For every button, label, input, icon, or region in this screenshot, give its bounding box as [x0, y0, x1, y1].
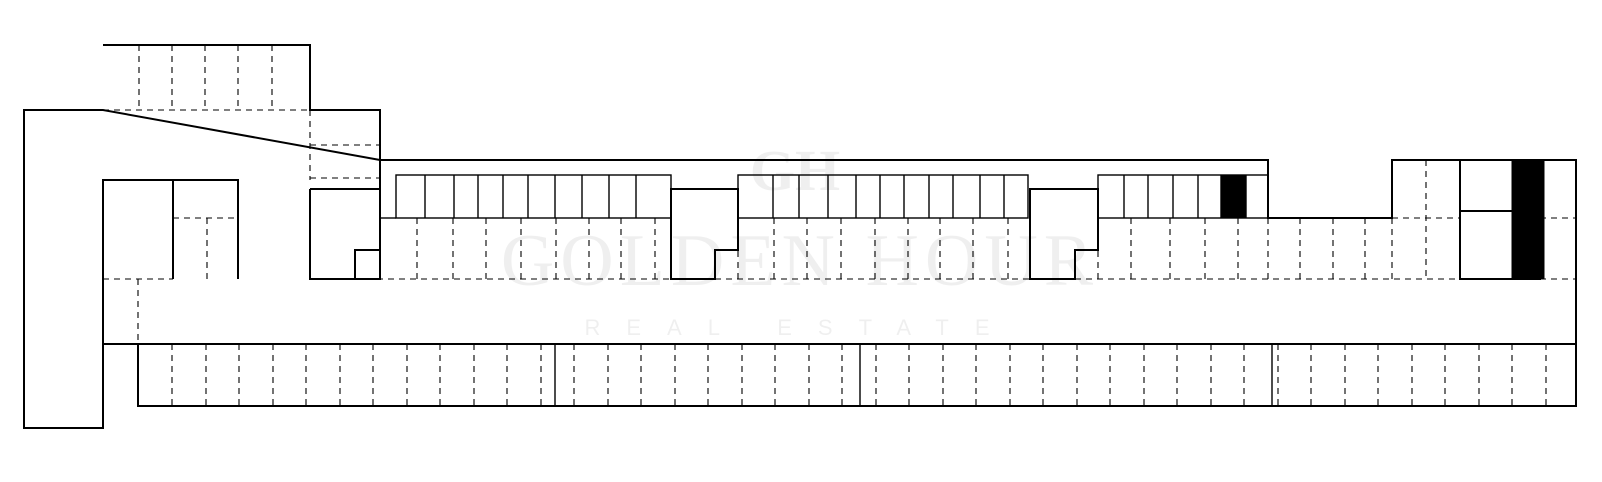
right-storage-block: [1425, 159, 1545, 280]
watermark-tagline: REAL ESTATE: [584, 315, 1015, 340]
storage-unit-highlighted-1[interactable]: [1220, 174, 1247, 219]
storage-unit-highlighted-2[interactable]: [1511, 159, 1545, 280]
watermark-brand: GOLDEN HOUR: [501, 220, 1099, 302]
left-block-stalls: [103, 217, 238, 344]
storage-row-3: [1097, 174, 1269, 219]
drive-aisle-boundary: [102, 179, 239, 344]
storage-row-2: [737, 174, 1029, 219]
top-annex-stalls: [103, 45, 310, 111]
ramp-side-stalls: [309, 110, 381, 280]
bottom-row-stalls: [171, 344, 1547, 406]
storage-row-1: [380, 174, 672, 219]
watermark: GH GOLDEN HOUR REAL ESTATE: [501, 138, 1099, 340]
watermark-monogram: GH: [750, 138, 840, 203]
